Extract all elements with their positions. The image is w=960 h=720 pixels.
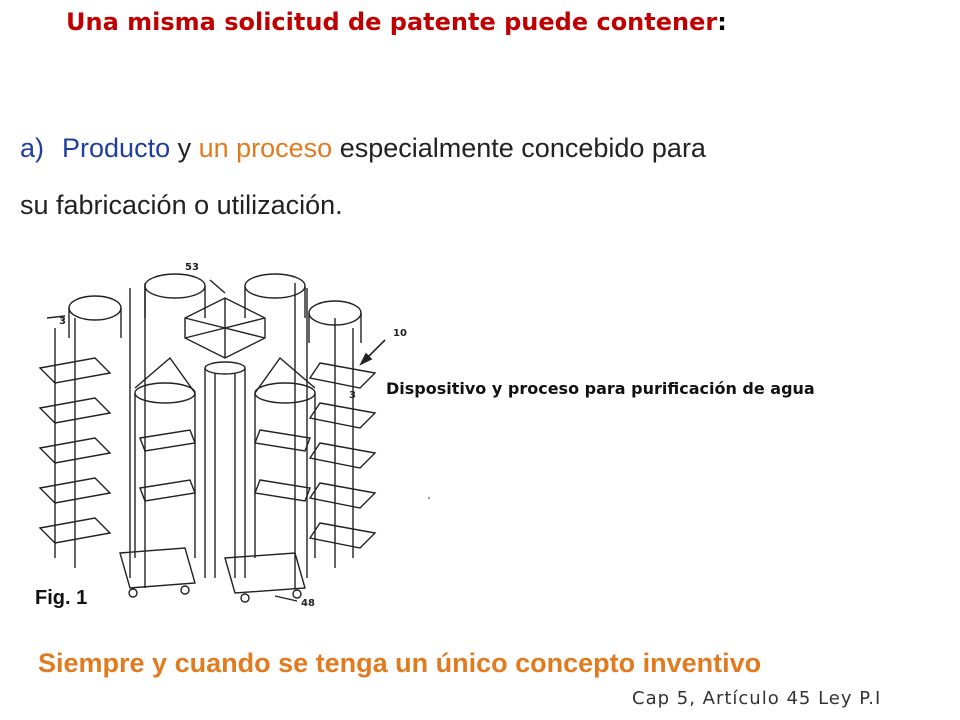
water-purification-device-drawing: 53 3 10 3 48 Fig. 1	[35, 262, 407, 609]
figure-label-3-right: 3	[349, 390, 356, 401]
item-a-line1: a)Producto y un proceso especialmente co…	[20, 133, 706, 163]
item-marker: a)	[20, 133, 45, 163]
item-word-proceso: un proceso	[198, 133, 333, 163]
footer-statement: Siempre y cuando se tenga un único conce…	[38, 648, 762, 678]
item-a-line2: su fabricación o utilización.	[20, 190, 343, 220]
figure-label-10: 10	[393, 328, 407, 339]
legal-reference: Cap 5, Artículo 45 Ley P.I	[632, 688, 882, 709]
figure-number-label: Fig. 1	[35, 587, 87, 609]
slide-title: Una misma solicitud de patente puede con…	[66, 8, 727, 36]
patent-figure: 53 3 10 3 48 Fig. 1	[35, 258, 415, 618]
stray-dot	[428, 497, 430, 499]
figure-label-53: 53	[185, 262, 199, 273]
figure-label-3-left: 3	[59, 316, 66, 327]
item-word-producto: Producto	[62, 133, 171, 163]
figure-label-48: 48	[301, 598, 315, 609]
figure-caption: Dispositivo y proceso para purificación …	[386, 379, 815, 398]
